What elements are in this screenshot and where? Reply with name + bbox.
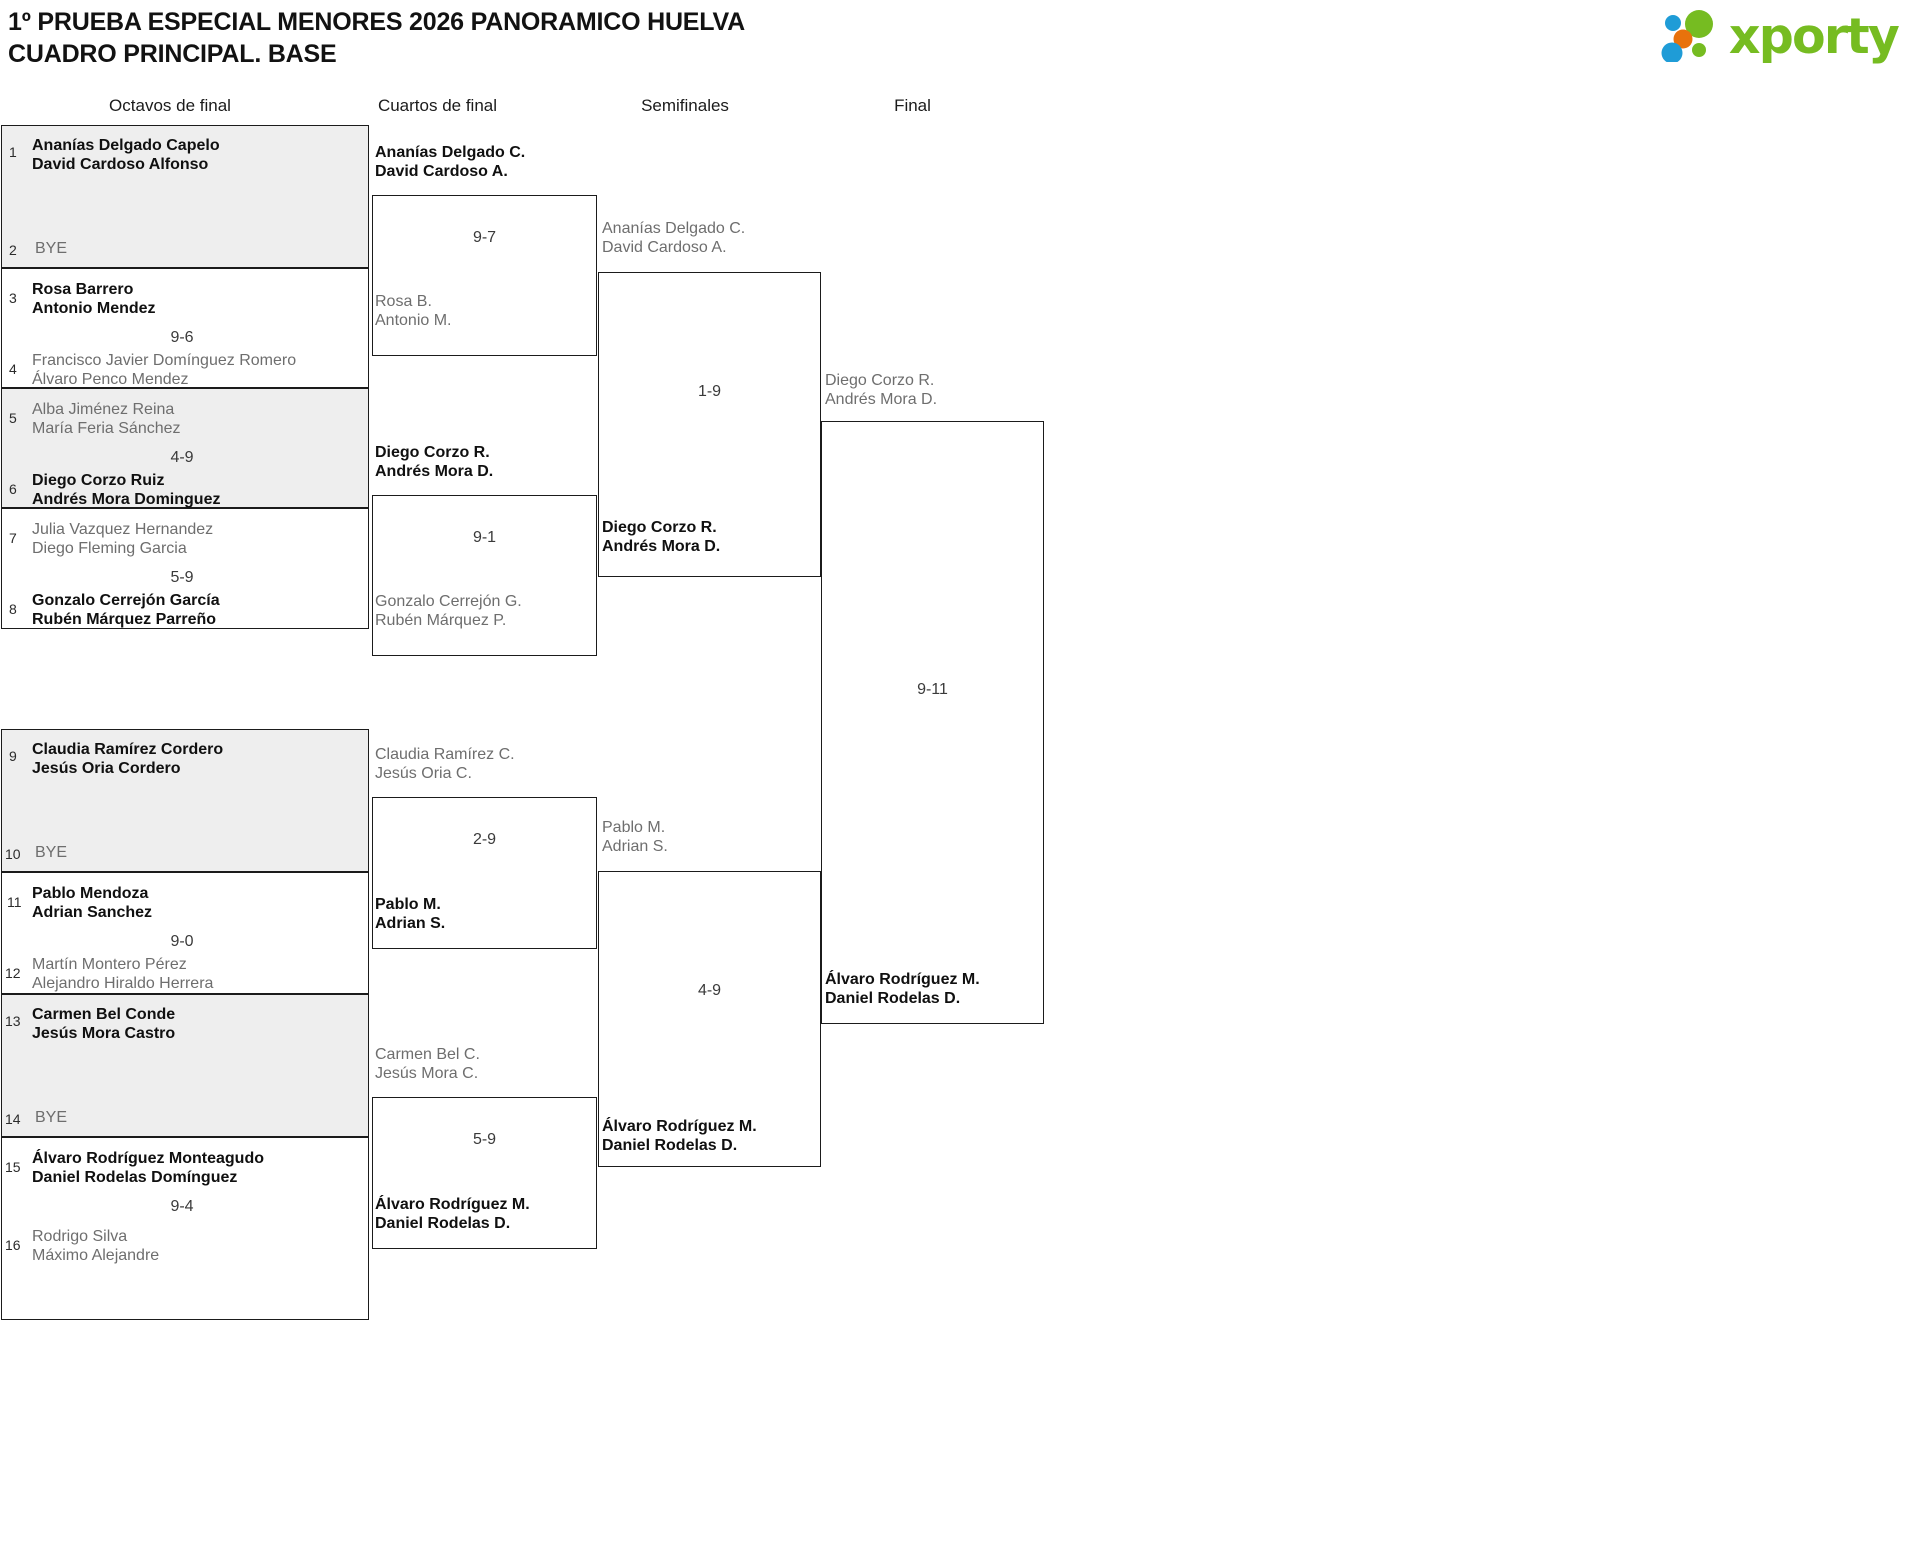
r1-match-7[interactable]: 13 Carmen Bel Conde Jesús Mora Castro 14… — [1, 994, 369, 1137]
team-name: Martín Montero Pérez Alejandro Hiraldo H… — [32, 956, 214, 992]
bye-label: BYE — [35, 240, 68, 257]
r3-team-bottom-2: Álvaro Rodríguez M. Daniel Rodelas D. — [602, 1118, 757, 1155]
seed-number: 11 — [7, 894, 22, 910]
round-header-octavos: Octavos de final — [109, 96, 231, 115]
r2-connector-4 — [372, 1097, 597, 1249]
seed-number: 6 — [9, 481, 17, 497]
r2-team-bottom-4: Álvaro Rodríguez M. Daniel Rodelas D. — [375, 1196, 530, 1233]
r1-match-5[interactable]: 9 Claudia Ramírez Cordero Jesús Oria Cor… — [1, 729, 369, 872]
team-name: Rosa Barrero Antonio Mendez — [32, 281, 156, 317]
r2-connector-2 — [372, 495, 597, 656]
match-score: 9-0 — [170, 933, 194, 950]
team-name: Julia Vazquez Hernandez Diego Fleming Ga… — [32, 521, 214, 557]
match-score: 9-6 — [170, 329, 194, 346]
r2-team-top-2: Diego Corzo R. Andrés Mora D. — [375, 444, 494, 481]
r3-connector-1 — [598, 272, 821, 577]
seed-number: 8 — [9, 601, 17, 617]
r3-team-top-1: Ananías Delgado C. David Cardoso A. — [602, 220, 746, 257]
r2-score-2: 9-1 — [472, 529, 497, 546]
seed-number: 10 — [5, 846, 21, 862]
r4-connector — [821, 421, 1044, 1024]
seed-number: 2 — [9, 242, 17, 258]
team-name: Álvaro Rodríguez Monteagudo Daniel Rodel… — [32, 1150, 264, 1186]
seed-number: 7 — [9, 530, 17, 546]
seed-number: 15 — [5, 1159, 21, 1175]
match-score: 9-4 — [170, 1198, 194, 1215]
r2-team-bottom-2: Gonzalo Cerrejón G. Rubén Márquez P. — [375, 593, 522, 630]
team-name: Alba Jiménez Reina María Feria Sánchez — [32, 401, 181, 437]
xporty-logo: xporty — [1661, 7, 1900, 65]
page-title-line-2: CUADRO PRINCIPAL. BASE — [8, 40, 337, 68]
round-header-final: Final — [894, 96, 931, 115]
r4-team-top: Diego Corzo R. Andrés Mora D. — [825, 372, 938, 409]
bye-label: BYE — [35, 1109, 68, 1126]
seed-number: 13 — [5, 1013, 21, 1029]
seed-number: 1 — [9, 144, 17, 160]
team-name: Gonzalo Cerrejón García Rubén Márquez Pa… — [32, 592, 220, 628]
round-header-cuartos: Cuartos de final — [377, 96, 498, 115]
r2-team-bottom-1: Rosa B. Antonio M. — [375, 293, 452, 330]
r2-team-top-4: Carmen Bel C. Jesús Mora C. — [375, 1046, 480, 1083]
team-name: Diego Corzo Ruiz Andrés Mora Dominguez — [32, 472, 221, 508]
match-score: 4-9 — [170, 449, 194, 466]
r1-match-8[interactable]: 15 Álvaro Rodríguez Monteagudo Daniel Ro… — [1, 1137, 369, 1320]
r1-match-3[interactable]: 5 Alba Jiménez Reina María Feria Sánchez… — [1, 388, 369, 508]
page-title: 1º PRUEBA ESPECIAL MENORES 2026 PANORAMI… — [8, 6, 1108, 70]
seed-number: 5 — [9, 410, 17, 426]
xporty-dots-icon — [1661, 10, 1713, 62]
seed-number: 9 — [9, 748, 17, 764]
r4-score: 9-11 — [917, 681, 948, 698]
team-name: Pablo Mendoza Adrian Sanchez — [32, 885, 153, 921]
r2-connector-3 — [372, 797, 597, 949]
team-name: Ananías Delgado Capelo David Cardoso Alf… — [32, 137, 220, 173]
team-name: Francisco Javier Domínguez Romero Álvaro… — [32, 352, 297, 388]
r3-score-2: 4-9 — [697, 982, 722, 999]
team-name: Rodrigo Silva Máximo Alejandre — [32, 1228, 160, 1264]
r2-team-top-1: Ananías Delgado C. David Cardoso A. — [375, 144, 526, 181]
team-name: Claudia Ramírez Cordero Jesús Oria Corde… — [32, 741, 224, 777]
round-header-semifinales: Semifinales — [641, 96, 729, 115]
r4-team-bottom: Álvaro Rodríguez M. Daniel Rodelas D. — [825, 971, 980, 1008]
seed-number: 16 — [5, 1237, 21, 1253]
r2-score-1: 9-7 — [472, 229, 497, 246]
r1-match-4[interactable]: 7 Julia Vazquez Hernandez Diego Fleming … — [1, 508, 369, 629]
r2-connector-1 — [372, 195, 597, 356]
r3-connector-2 — [598, 871, 821, 1167]
r1-match-1[interactable]: 1 Ananías Delgado Capelo David Cardoso A… — [1, 125, 369, 268]
r3-score-1: 1-9 — [697, 383, 722, 400]
seed-number: 14 — [5, 1111, 21, 1127]
seed-number: 3 — [9, 290, 17, 306]
r1-match-2[interactable]: 3 Rosa Barrero Antonio Mendez 9-6 4 Fran… — [1, 268, 369, 388]
seed-number: 4 — [9, 361, 17, 377]
r1-match-6[interactable]: 11 Pablo Mendoza Adrian Sanchez 9-0 12 M… — [1, 872, 369, 994]
bye-label: BYE — [35, 844, 68, 861]
page-title-line-1: 1º PRUEBA ESPECIAL MENORES 2026 PANORAMI… — [8, 8, 745, 36]
xporty-wordmark: xporty — [1728, 7, 1900, 65]
r2-team-top-3: Claudia Ramírez C. Jesús Oria C. — [375, 746, 515, 783]
r3-team-top-2: Pablo M. Adrian S. — [602, 819, 668, 856]
r2-team-bottom-3: Pablo M. Adrian S. — [375, 896, 446, 933]
r2-score-3: 2-9 — [472, 831, 497, 848]
r3-team-bottom-1: Diego Corzo R. Andrés Mora D. — [602, 519, 721, 556]
match-score: 5-9 — [170, 569, 194, 586]
seed-number: 12 — [5, 965, 21, 981]
team-name: Carmen Bel Conde Jesús Mora Castro — [32, 1006, 176, 1042]
r2-score-4: 5-9 — [472, 1131, 497, 1148]
